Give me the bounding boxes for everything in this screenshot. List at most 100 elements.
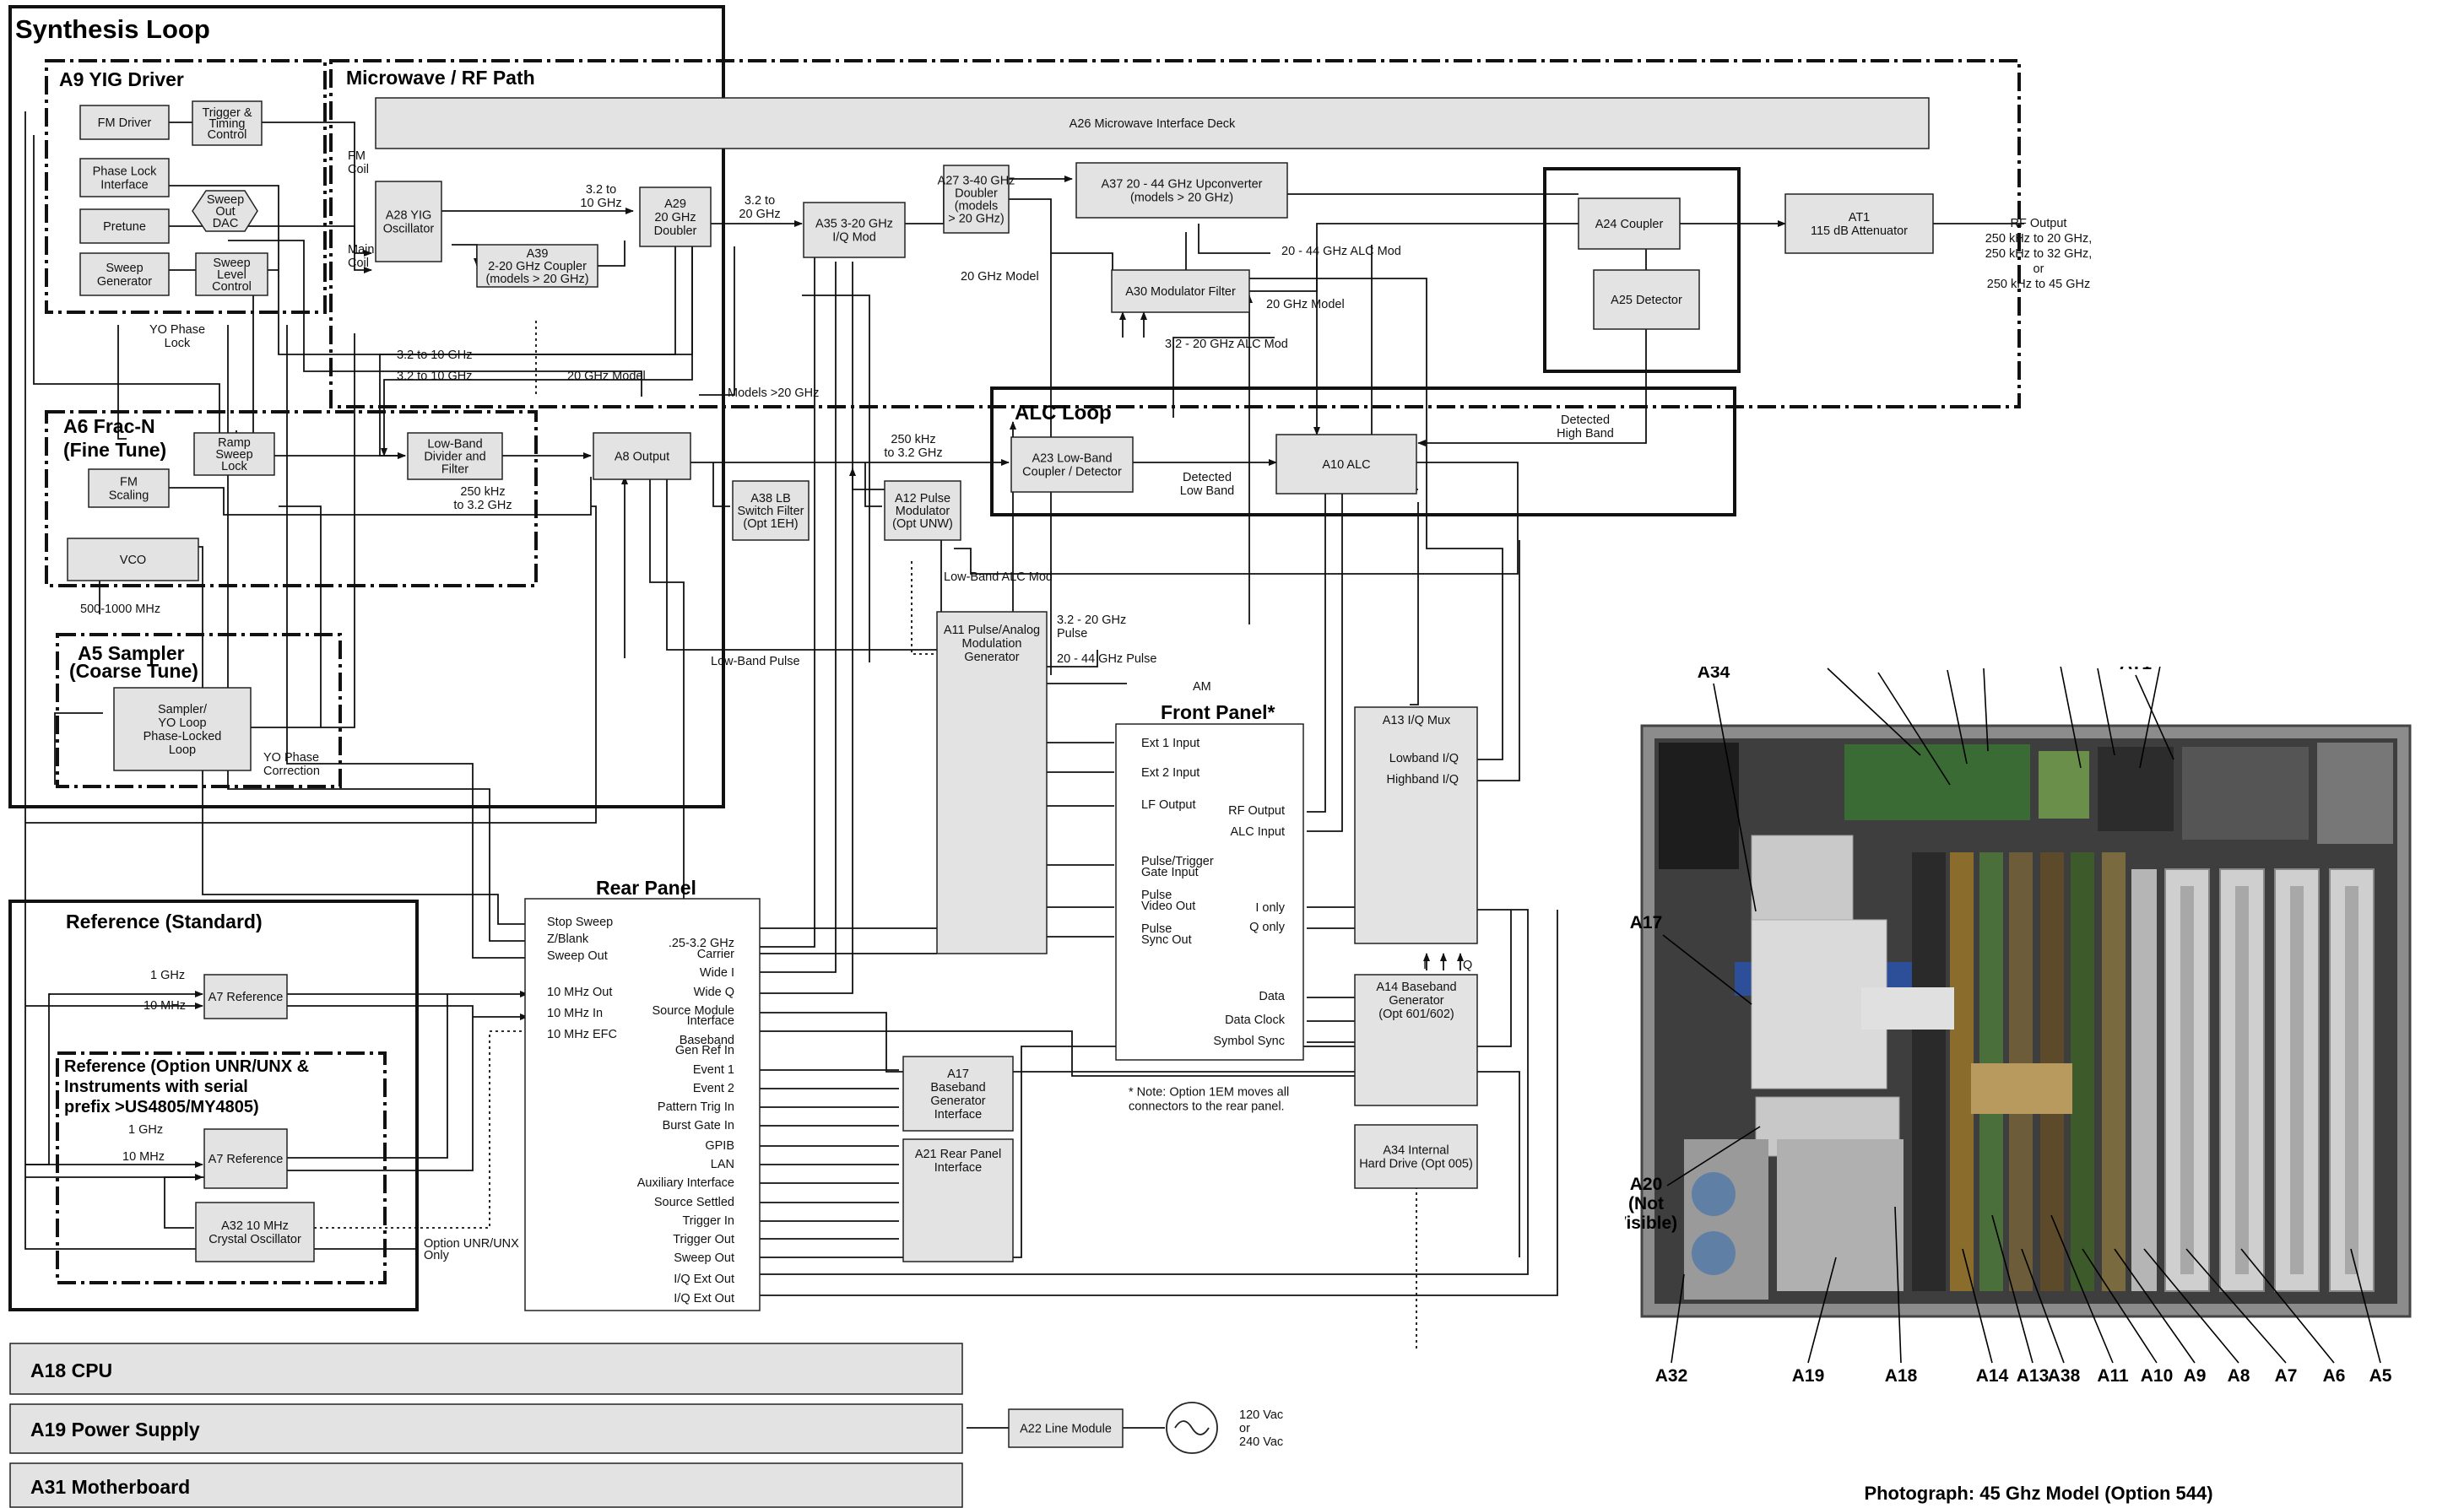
a39-coupler-block-label-line-3: (models > 20 GHz) [485,273,588,286]
photo-leader-bottom-a10 [2082,1248,2158,1364]
rear-panel-right-label-3: Wide I [700,966,734,980]
reference-option-region [56,1051,387,1284]
a38-switch-filter-block-label-line-1: A38 LB [750,492,791,505]
wire-alc-lowband [954,462,1519,575]
a26-microwave-interface-deck-block-label-line-1: A26 Microwave Interface Deck [1070,117,1236,131]
a32-crystal-oscillator-block [195,1202,315,1262]
trigger-timing-block-label-line-3: Control [208,128,247,142]
a12-pulse-modulator-block-label-line-1: A12 Pulse [895,492,950,505]
a19-power-supply-module [1777,1139,1904,1291]
a22-line-module-block [1008,1408,1124,1448]
sweep-level-block-label-line-1: Sweep [213,257,250,270]
shielded-card-rib-4 [2345,886,2358,1274]
trigger-timing-block-label-line-1: Trigger & [202,106,252,120]
lowband-divider-block-label-line-1: Low-Band [427,438,482,451]
ramp-sweep-lock-block-label-line-2: Sweep [215,448,252,462]
photo-callout-bottom-a19: A19 [1792,1366,1825,1386]
sampler-loop-block-label-line-1: Sampler/ [158,703,208,716]
microwave-rf-path-region [329,59,2021,408]
a14-q-label: Q [1463,959,1472,972]
freq-250k-3-2-label-b-line-2: to 3.2 GHz [453,499,512,512]
wire-yo-phase-lock [117,325,127,440]
photo-leader-bottom-a8 [2143,1248,2239,1364]
shielded-card-rib-2 [2235,886,2249,1274]
front-panel-left-label-9: Sync Out [1141,933,1192,947]
front-panel-left-label-4: Pulse/Trigger [1141,855,1214,868]
photo-callout-bottom-a6: A6 [2323,1366,2346,1386]
photo-leader-bottom-a7 [2185,1248,2287,1364]
detected-low-band-label-line-1: Detected [1183,471,1232,484]
vco-block [67,538,199,581]
a37-upconverter-block-label-line-2: (models > 20 GHz) [1130,192,1233,205]
wire-yo-corr-up [321,333,355,728]
photo-leader-bottom-a32 [1671,1273,1685,1364]
front-panel-left-label-8: Pulse [1141,922,1172,936]
twenty-ghz-model-label-2: 20 GHz Model [1266,298,1345,311]
capacitor-2 [1692,1231,1736,1275]
a34-hard-drive-block-label-line-2: Hard Drive (Opt 005) [1359,1158,1473,1171]
card-a14 [1950,852,1974,1291]
one-ghz-label: 1 GHz [150,969,185,982]
sweep-out-dac-block [192,190,258,232]
sampler-loop-block-label-line-4: Loop [169,743,196,757]
photo-leader-bottom-a19 [1807,1257,1837,1364]
frac-n-title: A6 Frac-N [63,415,155,437]
rear-panel-left-label-6: 10 MHz EFC [547,1028,617,1041]
a32-crystal-oscillator-block-label-line-1: A32 10 MHz [221,1219,289,1233]
photo-leader-a17 [1662,934,1752,1005]
a24-coupler-block-label-line-1: A24 Coupler [1595,218,1664,231]
lowband-divider-block-label-line-3: Filter [441,463,468,477]
a38-switch-filter-block [732,480,810,541]
photo-leader-a12 [2060,667,2082,769]
sweep-out-dac-label-line-1: Sweep [207,193,244,207]
photo-leader-bottom-a6 [2240,1248,2335,1364]
front-panel-right-label-4: Q only [1249,921,1286,934]
yig-driver-title: A9 YIG Driver [59,68,184,90]
a7-reference-option-block [203,1128,288,1189]
photo-leader-bottom-a11 [2050,1214,2114,1364]
a34-hard-drive-block-label-line-1: A34 Internal [1383,1144,1449,1158]
photo-callout-bottom-a5: A5 [2369,1366,2392,1386]
rear-panel-left-label-3: Sweep Out [547,949,608,963]
wire-alc-mod-3-20 [1172,337,1275,418]
reference-standard-region [8,900,419,1311]
a14-baseband-generator-label-line-1: A14 Baseband [1376,981,1456,994]
a34-hard-drive-block [1354,1124,1478,1189]
a7-reference-option-block-label-line-1: A7 Reference [208,1153,284,1166]
front-panel-left-label-2: Ext 2 Input [1141,766,1200,780]
ramp-sweep-lock-block [193,432,275,476]
front-panel-left-label-6: Pulse [1141,889,1172,902]
a32-crystal-oscillator-block-label-line-2: Crystal Oscillator [208,1233,301,1246]
main-coil-label-line-2: Coil [348,257,369,270]
phase-lock-interface-block-label-line-1: Phase Lock [93,165,158,179]
pulse-20-44-label: 20 - 44 GHz Pulse [1057,652,1156,666]
rear-panel-right-label-15: Auxiliary Interface [637,1176,734,1190]
wire-wide-q [760,262,853,994]
photo-caption: Photograph: 45 Ghz Model (Option 544) [1864,1483,2213,1504]
option-unr-label-line-2: Only [424,1249,450,1262]
photo-callout-bottom-a7: A7 [2275,1366,2298,1386]
wire-a7-10mhz-in [287,1005,528,1020]
detected-high-band-label-line-1: Detected [1561,413,1610,427]
a24-coupler-block [1578,197,1681,250]
at1-attenuator-block-label-line-2: 115 dB Attenuator [1811,224,1908,238]
wire-models-gt20 [699,246,735,396]
wire-ref-to-a8 [25,505,597,824]
rear-panel-right-label-13: GPIB [705,1139,734,1153]
rear-panel-right-label-11: Pattern Trig In [658,1100,734,1114]
a22-line-module-block-label-line-1: A22 Line Module [1020,1423,1112,1436]
a37-upconverter-block [1075,162,1288,219]
mid-connector-block [1971,1063,2072,1114]
detected-low-band-label-line-2: Low Band [1180,484,1235,498]
rf-output-label-line-3: 250 kHz to 32 GHz, [1985,247,2093,261]
a17-baseband-interface-block-label-line-1: A17 [947,1067,969,1081]
a17-baseband-interface-block [902,1056,1014,1132]
pretune-block [79,208,170,244]
a39-coupler-block-label-line-1: A39 [527,247,549,261]
lowband-alc-mod-label: Low-Band ALC Mod [944,570,1053,584]
wire-wide-i [760,262,837,973]
photo-leader-bottom-a38 [2021,1248,2065,1364]
a26-microwave-interface-deck-block [375,97,1930,149]
reference-option-title-2: Instruments with serial [64,1078,248,1096]
a12-pulse-modulator-block [884,480,961,541]
